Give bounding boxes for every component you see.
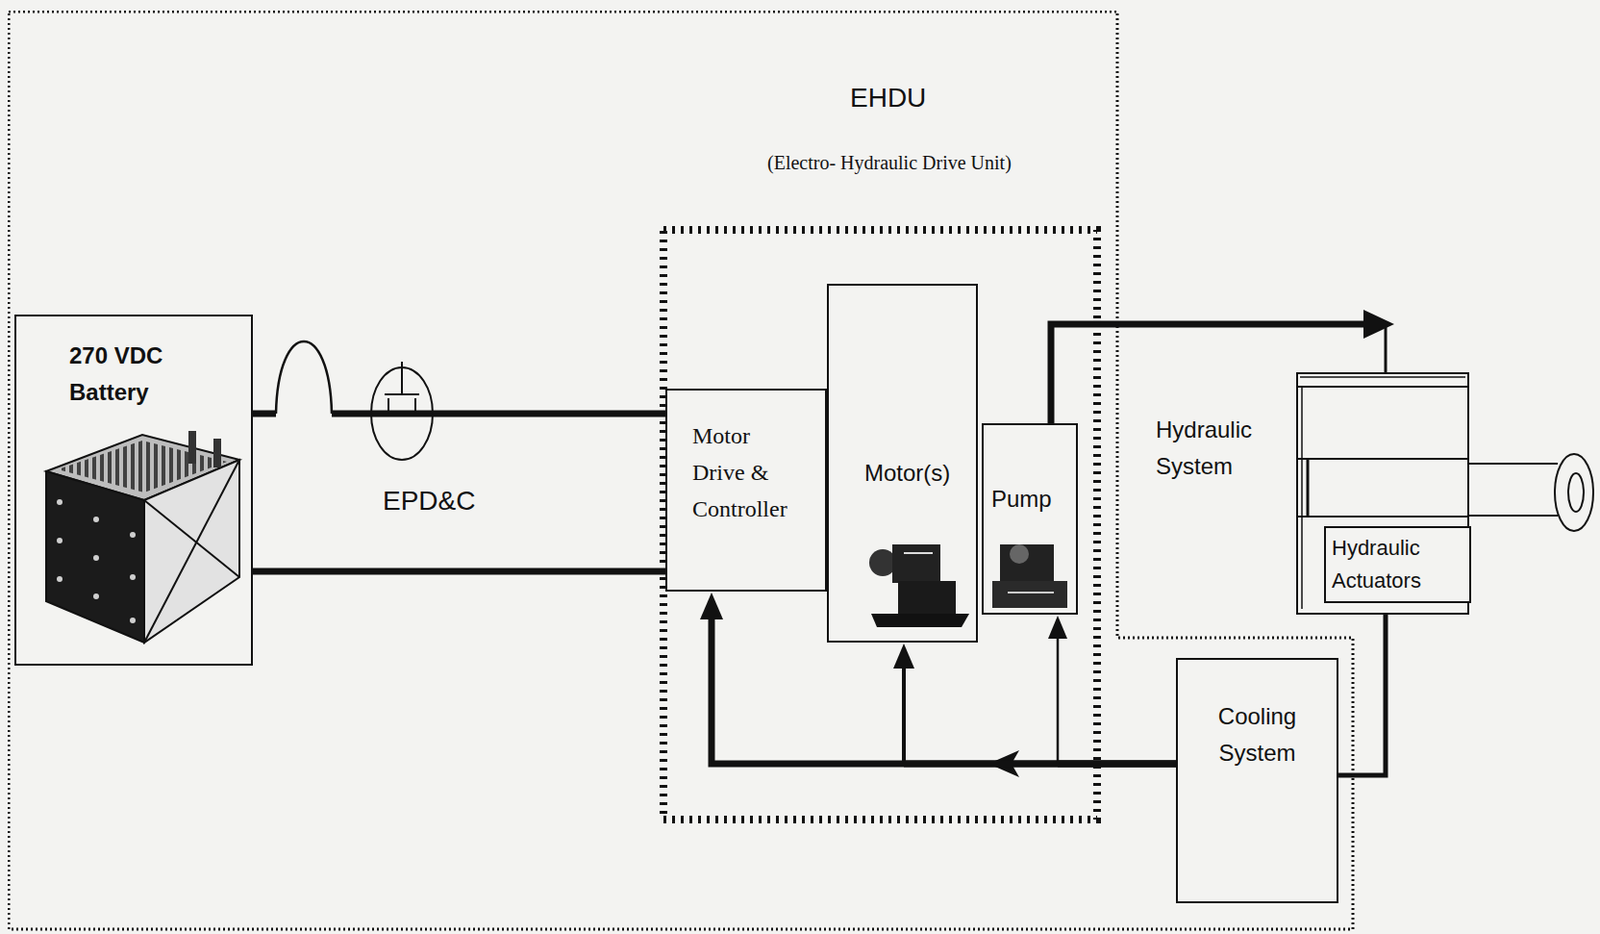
box-label: Pump (991, 482, 1073, 516)
pump-box: Pump (981, 423, 1078, 615)
battery-post (188, 430, 197, 464)
region-outline: EHDU (Electro- Hydraulic Drive Unit) 270 V… (7, 10, 1355, 931)
rod-eye-hole (1568, 473, 1584, 512)
dashed-boundary (663, 229, 1098, 820)
actuator-label: Hydraulic Actuators (1324, 525, 1472, 603)
dotted-boundary (8, 11, 1353, 929)
pump-picture (992, 580, 1068, 608)
box-label: Cooling System (1187, 698, 1327, 772)
box-label: Motor Drive & Controller (692, 417, 800, 527)
connector-line (903, 760, 1176, 768)
bolt (56, 575, 63, 582)
battery-bolts (56, 499, 136, 624)
switch-leg (387, 398, 390, 412)
arrowhead (1363, 309, 1395, 339)
motor-box: Motor(s) (826, 283, 978, 643)
connector-line (901, 661, 906, 764)
battery-box: 270 VDC Battery (14, 314, 253, 666)
connector-line (1056, 633, 1060, 764)
pump-picture (1007, 591, 1054, 594)
actuator-line (1300, 375, 1466, 378)
switch-gate (384, 393, 420, 396)
box-label: Motor(s) (864, 456, 973, 490)
region-subtitle: (Electro- Hydraulic Drive Unit) (767, 151, 1012, 175)
connector (252, 571, 666, 573)
actuator-line (1296, 515, 1470, 518)
switch-gate (400, 361, 403, 395)
motor-picture (869, 549, 897, 576)
motor-picture (903, 551, 933, 554)
connector-line (331, 410, 666, 418)
controller-box: Motor Drive & Controller (665, 388, 827, 592)
connector-line (275, 341, 332, 414)
connector (700, 592, 1176, 764)
battery-brace (144, 459, 240, 643)
piston (1306, 458, 1310, 517)
connector-line (252, 410, 276, 418)
motor-base (871, 613, 970, 627)
region-outline-svg (7, 10, 1355, 931)
actuator-line (1296, 385, 1470, 388)
connector (1050, 309, 1395, 424)
connector (893, 643, 1176, 764)
connector-line (252, 568, 666, 575)
actuator-rod (1469, 514, 1558, 517)
system-label: Hydraulic System (1155, 411, 1291, 485)
switch-leg (414, 398, 417, 412)
bolt (93, 516, 100, 523)
battery-front (46, 471, 145, 643)
actuator-rod (1469, 462, 1558, 465)
motor-picture (892, 544, 941, 583)
rod-eye (1554, 453, 1594, 531)
connector-line (1057, 760, 1176, 768)
bolt (56, 537, 63, 544)
actuator-line (1300, 386, 1303, 609)
box-label: 270 VDC Battery (69, 337, 187, 411)
battery-post (213, 438, 222, 468)
arrowhead (700, 592, 724, 620)
arrowhead (1048, 615, 1068, 639)
pump-picture (1000, 544, 1054, 583)
bolt (129, 617, 136, 624)
motor-picture (898, 580, 956, 616)
connector-line (711, 612, 1176, 764)
bolt (56, 499, 63, 505)
cooling-box: Cooling System (1175, 657, 1339, 903)
bolt (129, 531, 136, 538)
bus-label: EPD&C (382, 485, 475, 517)
actuator-box: Hydraulic Actuators (1296, 372, 1470, 615)
bolt (129, 574, 136, 580)
region-title: EHDU (850, 82, 926, 114)
actuator-line (1296, 457, 1470, 460)
bolt (93, 593, 100, 600)
battery-brace (144, 500, 240, 577)
battery-side (144, 459, 240, 643)
arrowhead (893, 643, 915, 669)
bolt (93, 554, 100, 561)
connector (252, 341, 666, 414)
pump-picture (1009, 544, 1029, 564)
connector-line (1384, 324, 1388, 373)
